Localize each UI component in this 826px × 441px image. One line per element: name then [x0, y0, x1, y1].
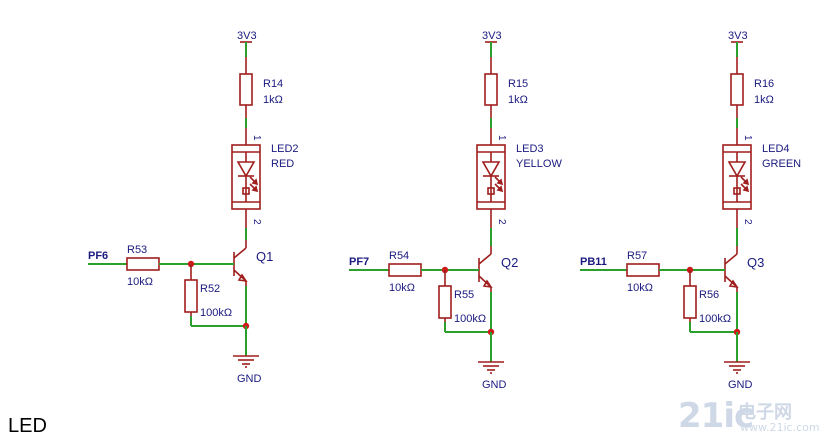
watermark-logo: 21ic	[678, 396, 754, 436]
led-diode-icon	[481, 161, 501, 178]
led-ray-2-head	[251, 185, 259, 193]
section-title: LED	[8, 415, 47, 437]
led-pin2: 2	[251, 219, 262, 225]
resistor-pulldown-value: 100kΩ	[200, 307, 232, 319]
led-ray-2	[740, 183, 749, 192]
resistor-base	[126, 257, 160, 271]
led-die	[487, 187, 495, 195]
resistor-top-ref: R14	[263, 78, 283, 90]
transistor-collector	[478, 253, 492, 265]
led-color: RED	[271, 158, 294, 170]
resistor-base-ref: R54	[389, 250, 409, 262]
transistor-ref: Q1	[256, 249, 273, 264]
resistor-top-ref: R15	[508, 78, 528, 90]
resistor-pulldown	[184, 279, 198, 313]
transistor-emitter-arrow	[237, 273, 248, 283]
resistor-pulldown-ref: R52	[200, 283, 220, 295]
resistor-base	[388, 263, 422, 277]
led-ref: LED4	[762, 143, 790, 155]
net-label: PB11	[580, 256, 607, 268]
led-ray-1-head	[251, 178, 259, 186]
transistor-ref: Q3	[747, 255, 764, 270]
resistor-top-ref: R16	[754, 78, 774, 90]
led-pin1: 1	[251, 135, 262, 141]
led-die	[733, 187, 741, 195]
led-pin1: 1	[742, 135, 753, 141]
resistor-base-value: 10kΩ	[389, 282, 415, 294]
resistor-top	[730, 73, 744, 106]
watermark-url: www.21ic.com	[740, 421, 820, 434]
resistor-base-value: 10kΩ	[127, 276, 153, 288]
led-ref: LED3	[516, 143, 544, 155]
transistor-collector	[233, 247, 247, 259]
led-die	[242, 187, 250, 195]
ground-label: GND	[728, 379, 753, 391]
net-label: PF7	[349, 256, 369, 268]
led-ray-1	[249, 176, 258, 185]
led-ray-2-head	[742, 185, 750, 193]
ground-label: GND	[482, 379, 507, 391]
resistor-pulldown-ref: R56	[699, 289, 719, 301]
resistor-pulldown-value: 100kΩ	[454, 313, 486, 325]
resistor-top-value: 1kΩ	[754, 94, 774, 106]
resistor-pulldown-ref: R55	[454, 289, 474, 301]
led-ray-1-head	[496, 178, 504, 186]
power-label: 3V3	[482, 30, 502, 42]
transistor-emitter-arrow	[482, 279, 493, 289]
resistor-base-ref: R57	[627, 250, 647, 262]
led-diode-icon	[236, 161, 256, 178]
led-pin2: 2	[496, 219, 507, 225]
transistor-collector	[724, 253, 738, 265]
led-pin1: 1	[496, 135, 507, 141]
transistor-emitter-arrow	[728, 279, 739, 289]
led-color: YELLOW	[516, 158, 562, 170]
power-label: 3V3	[237, 30, 257, 42]
led-ray-2	[249, 183, 258, 192]
led-diode-icon	[727, 161, 747, 178]
resistor-base	[626, 263, 660, 277]
resistor-base-ref: R53	[127, 244, 147, 256]
resistor-pulldown-value: 100kΩ	[699, 313, 731, 325]
power-label: 3V3	[728, 30, 748, 42]
transistor-ref: Q2	[501, 255, 518, 270]
led-ray-2-head	[496, 185, 504, 193]
resistor-top-value: 1kΩ	[263, 94, 283, 106]
resistor-base-value: 10kΩ	[627, 282, 653, 294]
resistor-top	[484, 73, 498, 106]
resistor-pulldown	[438, 285, 452, 319]
resistor-pulldown	[683, 285, 697, 319]
led-ray-1	[494, 176, 503, 185]
resistor-top	[239, 73, 253, 106]
ground-label: GND	[237, 373, 262, 385]
net-label: PF6	[88, 250, 108, 262]
led-ray-2	[494, 183, 503, 192]
resistor-top-value: 1kΩ	[508, 94, 528, 106]
led-color: GREEN	[762, 158, 801, 170]
led-ray-1-head	[742, 178, 750, 186]
watermark-chinese: 电子网	[738, 402, 792, 423]
led-ref: LED2	[271, 143, 299, 155]
led-pin2: 2	[742, 219, 753, 225]
led-ray-1	[740, 176, 749, 185]
